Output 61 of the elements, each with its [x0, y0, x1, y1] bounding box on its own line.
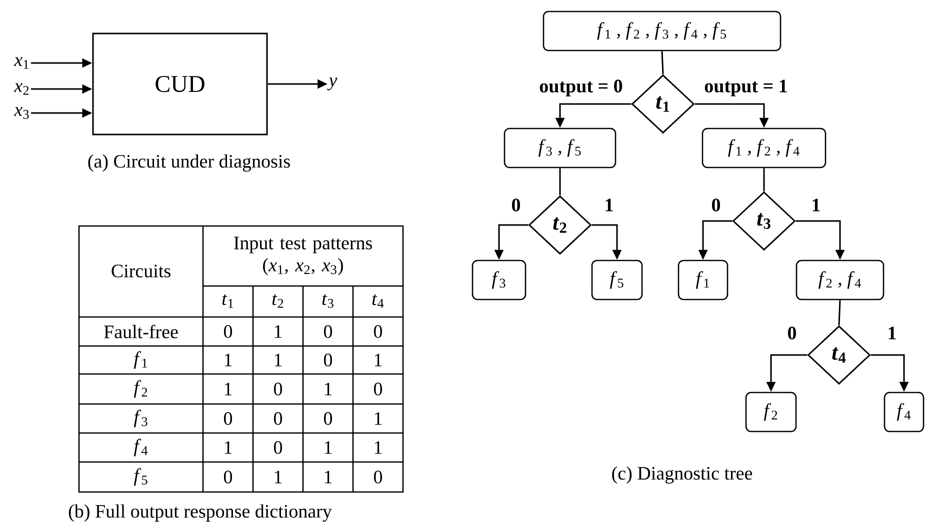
- signal-label: y: [327, 78, 338, 90]
- row-header: Fault-free: [104, 324, 178, 338]
- column-header: Input test patterns (x$_{1}$, x$_{2}$, x$_{3}$): [234, 236, 372, 276]
- fault-set-box: f$_{1}$ , f$_{2}$ , f$_{3}$ , f$_{4}$ , f$_{5}$: [542, 10, 782, 52]
- edge-label: 0: [786, 326, 798, 340]
- signal-label: x$_{2}$: [14, 83, 29, 95]
- cell-value: 0: [374, 325, 382, 338]
- row-header: f$_{5}$: [134, 468, 148, 486]
- cell-value: 0: [274, 412, 282, 425]
- cell-value: 0: [324, 412, 332, 425]
- fault-set-box: f$_{5}$: [591, 260, 643, 300]
- cell-value: 1: [374, 354, 382, 366]
- fault-set-box: f$_{1}$ , f$_{2}$ , f$_{4}$: [702, 128, 826, 168]
- cell-value: 1: [224, 382, 232, 396]
- row-header: f$_{3}$: [134, 410, 148, 428]
- cell-value: 0: [324, 325, 332, 338]
- fault-set-box: f$_{3}$: [472, 260, 526, 300]
- edge-label: 1: [886, 326, 898, 340]
- cell-value: 1: [274, 325, 282, 338]
- edge-label: 0: [710, 198, 722, 212]
- cell-value: 1: [324, 441, 332, 454]
- cell-value: 1: [274, 470, 282, 484]
- column-header: t$_{1}$: [222, 294, 234, 308]
- edge-label: 0: [510, 198, 522, 212]
- signal-label: x$_{3}$: [14, 107, 29, 119]
- cell-value: 0: [274, 441, 282, 454]
- cell-value: 1: [324, 470, 332, 484]
- edge-label: output = 1: [703, 78, 789, 98]
- fault-set-box: f$_{3}$ , f$_{5}$: [504, 128, 616, 168]
- row-header: f$_{2}$: [134, 380, 148, 398]
- edge-label: 1: [810, 198, 822, 212]
- fault-set-box: f$_{4}$: [884, 392, 924, 432]
- fault-set-box: f$_{2}$: [745, 392, 797, 432]
- cell-value: 1: [324, 382, 332, 396]
- cell-value: 1: [374, 441, 382, 454]
- caption: (b) Full output response dictionary: [68, 504, 332, 522]
- cell-value: 0: [224, 470, 232, 484]
- cell-value: 1: [374, 412, 382, 425]
- cell-value: 0: [324, 354, 332, 366]
- signal-label: x$_{1}$: [14, 57, 28, 69]
- cell-value: 0: [224, 325, 232, 338]
- fault-set-box: f$_{2}$ , f$_{4}$: [796, 260, 884, 300]
- cell-value: 0: [374, 382, 382, 396]
- column-header: t$_{3}$: [322, 294, 334, 308]
- column-header: Circuits: [112, 264, 170, 278]
- cell-value: 1: [224, 441, 232, 454]
- cell-value: 1: [224, 354, 232, 366]
- caption: (c) Diagnostic tree: [612, 466, 752, 484]
- cell-value: 1: [274, 354, 282, 366]
- fault-set-box: f$_{1}$: [678, 260, 728, 300]
- column-header: t$_{4}$: [372, 294, 384, 308]
- row-header: f$_{1}$: [134, 351, 148, 369]
- edge-label: output = 0: [538, 78, 624, 98]
- cell-value: 0: [374, 470, 382, 484]
- circuit-block: CUD: [92, 32, 268, 136]
- cell-value: 0: [224, 412, 232, 425]
- cell-value: 0: [274, 382, 282, 396]
- column-header: t$_{2}$: [272, 294, 284, 308]
- row-header: f$_{4}$: [134, 438, 148, 456]
- caption: (a) Circuit under diagnosis: [88, 154, 290, 172]
- edge-label: 1: [603, 198, 615, 212]
